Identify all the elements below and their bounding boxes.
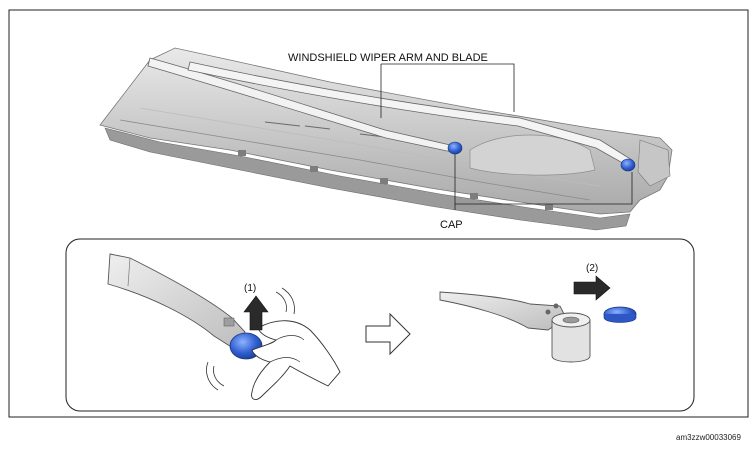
- cap-callout-lines: [454, 154, 633, 210]
- remove-cap-illustration: [107, 253, 341, 400]
- cap-right: [620, 158, 636, 172]
- cap-left: [447, 141, 463, 155]
- detail-panel: [65, 238, 695, 412]
- arrow-up-icon: [243, 295, 269, 331]
- figure-code: am3zzw00033069: [676, 433, 741, 442]
- wiper-callout-lines: [380, 63, 515, 118]
- cap-removed-illustration: [439, 275, 637, 363]
- arrow-right-icon: [365, 312, 411, 356]
- cap-label: CAP: [440, 219, 463, 231]
- arrow-slide-icon: [573, 275, 611, 301]
- step-2-label: (2): [586, 263, 598, 274]
- wiper-arm-blade-label: WINDSHIELD WIPER ARM AND BLADE: [288, 52, 488, 64]
- step-1-label: (1): [244, 283, 256, 294]
- cowl-assembly-illustration: [99, 47, 673, 231]
